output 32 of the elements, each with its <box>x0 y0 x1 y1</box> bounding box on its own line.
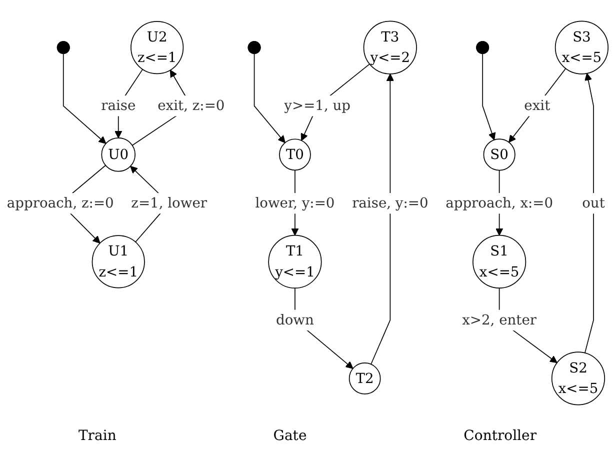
edge-label: out <box>582 194 605 212</box>
edge-label: raise <box>101 97 136 114</box>
automaton-caption: Controller <box>464 428 537 444</box>
edge-label: lower, y:=0 <box>255 194 335 212</box>
edge-label: approach, x:=0 <box>446 194 554 212</box>
node-circle: T1 y<=1 <box>268 234 322 289</box>
node-circle: U2 z<=1 <box>130 21 184 74</box>
node-circle: T0 <box>279 138 311 171</box>
edge-label: exit, z:=0 <box>158 97 225 114</box>
node-circle: S3 x<=5 <box>554 20 609 74</box>
edge-label: raise, y:=0 <box>352 194 428 212</box>
node-circle: S0 <box>483 138 516 171</box>
node-circle: S1 x<=5 <box>472 234 526 289</box>
edge-label: down <box>276 311 314 328</box>
arrow <box>62 53 106 144</box>
arrow <box>482 53 496 140</box>
edge-label: x>2, enter <box>462 311 537 328</box>
node-circle: U0 <box>101 137 136 172</box>
automaton-caption: Train <box>78 428 116 444</box>
arrow <box>508 68 566 143</box>
node-circle: T2 <box>348 362 381 394</box>
arrow <box>254 53 286 144</box>
arrow <box>370 74 394 365</box>
node-circle: S2 x<=5 <box>551 352 606 406</box>
arrow <box>584 73 594 354</box>
node-circle: U1 z<=1 <box>92 235 145 288</box>
edge-label: y>=1, up <box>284 97 351 114</box>
edge-label: exit <box>524 97 550 114</box>
node-circle: T3 y<=2 <box>363 20 417 74</box>
edge-label: z=1, lower <box>131 194 208 212</box>
edge-label: approach, z:=0 <box>6 194 114 212</box>
automaton-caption: Gate <box>273 428 307 444</box>
